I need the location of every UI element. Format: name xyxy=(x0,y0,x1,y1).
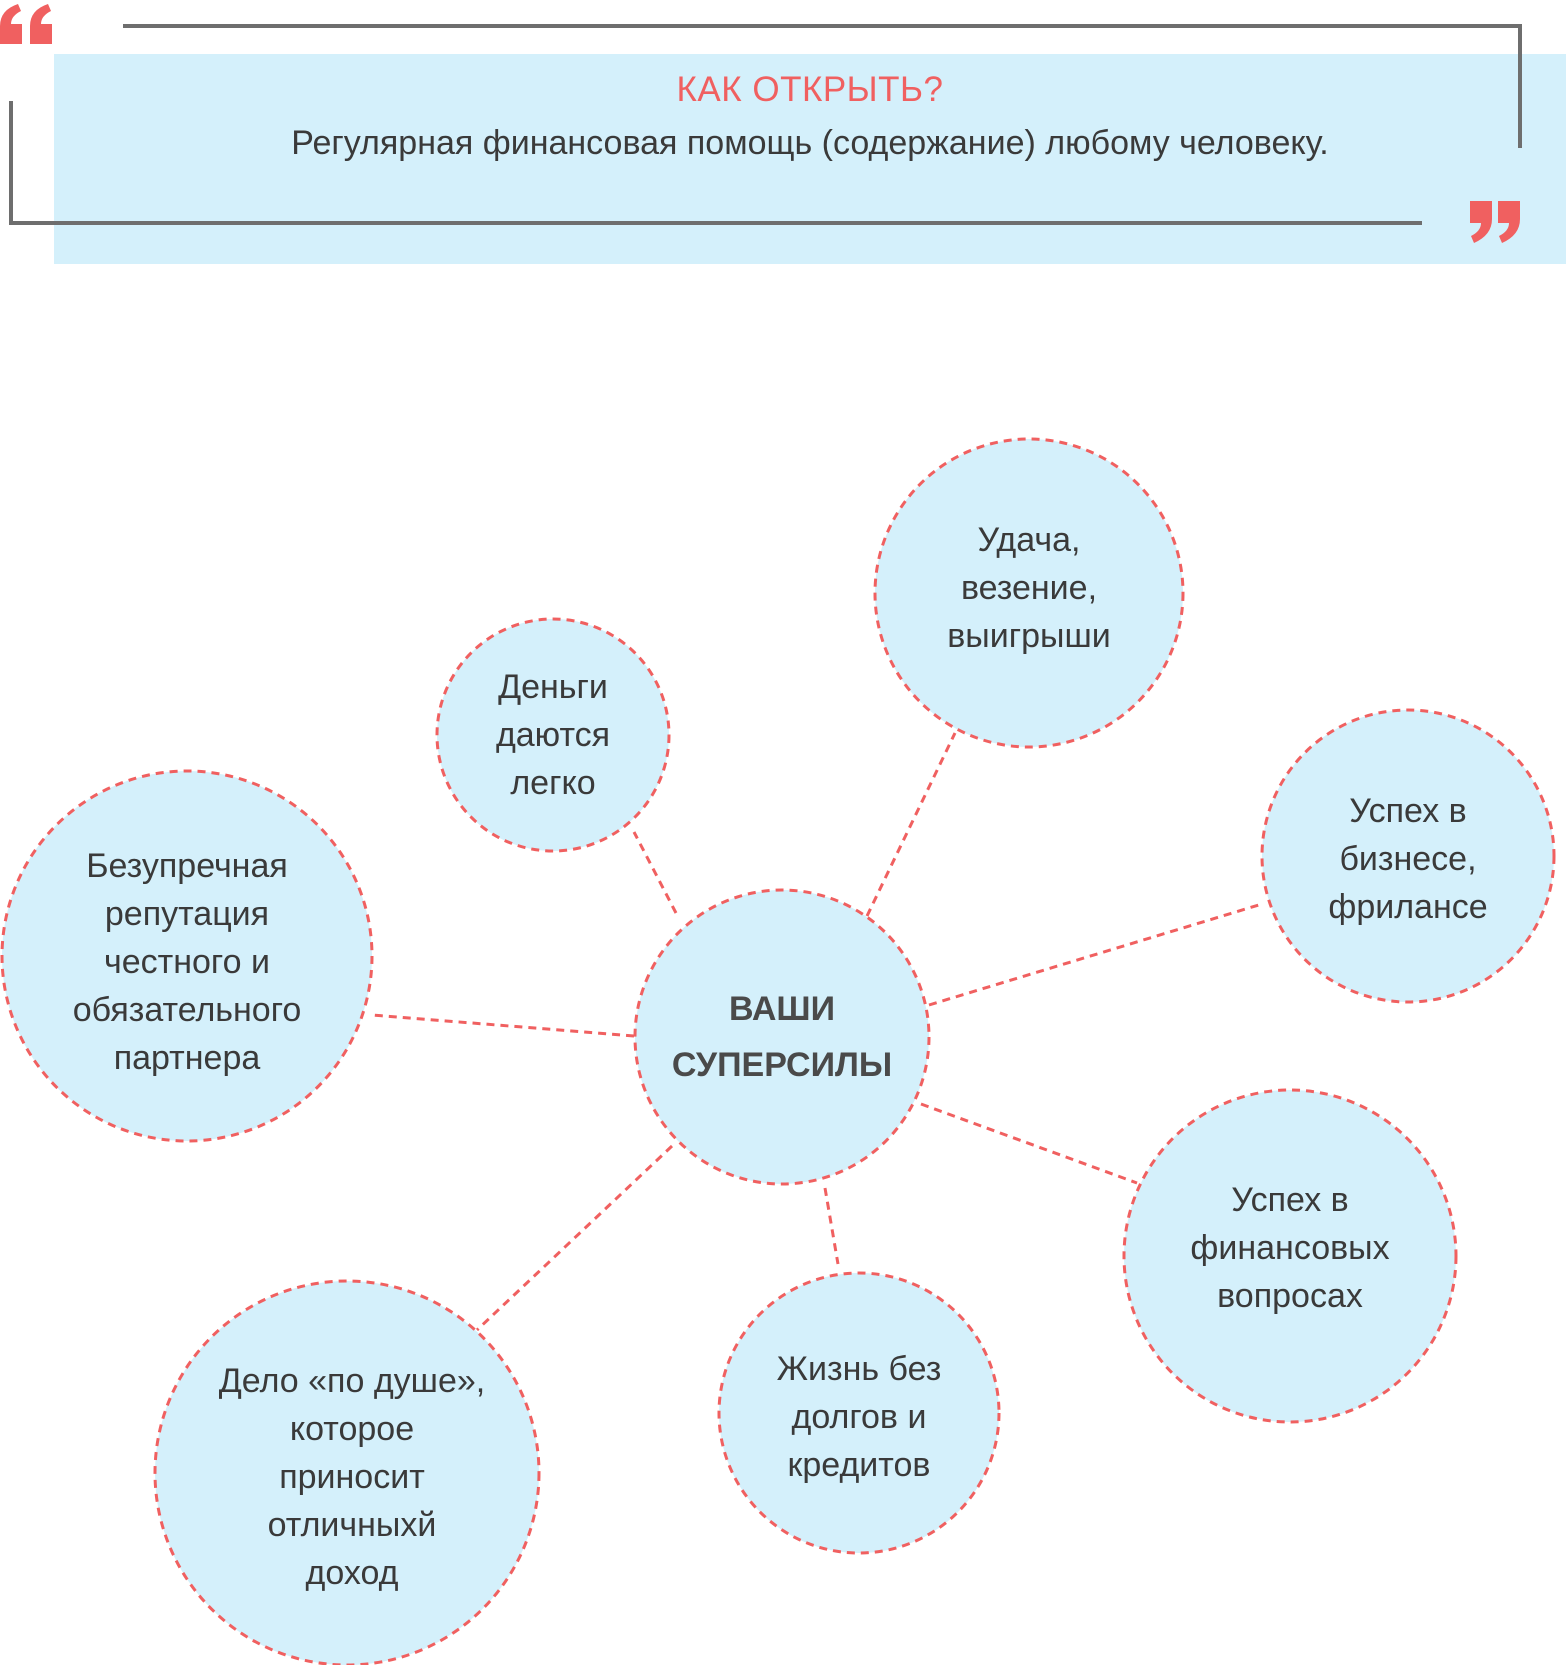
node-circle-reputation xyxy=(0,769,374,1143)
quote-box xyxy=(54,54,1566,264)
node-circle-debts xyxy=(717,1271,1001,1555)
connector-finance xyxy=(920,1102,1138,1185)
node-label-finance: Успех в финансовых вопросах xyxy=(1190,1181,1390,1315)
open-quote-icon xyxy=(0,4,52,44)
node-circle-finance xyxy=(1122,1088,1458,1424)
node-circle-luck xyxy=(873,437,1185,749)
connector-money xyxy=(632,831,678,914)
node-label-debts: Жизнь без долгов и кредитов xyxy=(776,1350,942,1484)
node-label-luck: Удача, везение, выигрыши xyxy=(947,521,1111,655)
quote-heading: КАК ОТКРЫТЬ? xyxy=(676,70,944,109)
node-label-business: Успех в бизнесе, фрилансе xyxy=(1328,792,1488,926)
node-label-business-soul: Дело «по душе», которое приносит отличны… xyxy=(218,1362,486,1592)
connector-luck xyxy=(865,732,957,917)
center-label: ВАШИ СУПЕРСИЛЫ xyxy=(671,990,893,1084)
close-quote-icon xyxy=(1470,201,1520,243)
node-label-reputation: Безупречная репутация честного и обязате… xyxy=(72,847,302,1077)
node-label-money: Деньги даются легко xyxy=(495,668,611,802)
connector-business-soul xyxy=(475,1144,674,1332)
node-circle-money xyxy=(435,617,671,853)
node-circle-business-soul xyxy=(153,1279,541,1665)
connector-reputation xyxy=(371,1013,635,1038)
frame-bottom-line xyxy=(9,221,1422,225)
quote-text: Регулярная финансовая помощь (содержание… xyxy=(291,124,1329,162)
frame-left-line xyxy=(9,101,13,225)
connector-debts xyxy=(823,1187,840,1265)
center-circle xyxy=(633,888,931,1186)
frame-top-line xyxy=(123,24,1522,28)
connector-business xyxy=(928,902,1263,1007)
frame-right-line xyxy=(1518,24,1522,148)
node-circle-business xyxy=(1260,708,1556,1004)
